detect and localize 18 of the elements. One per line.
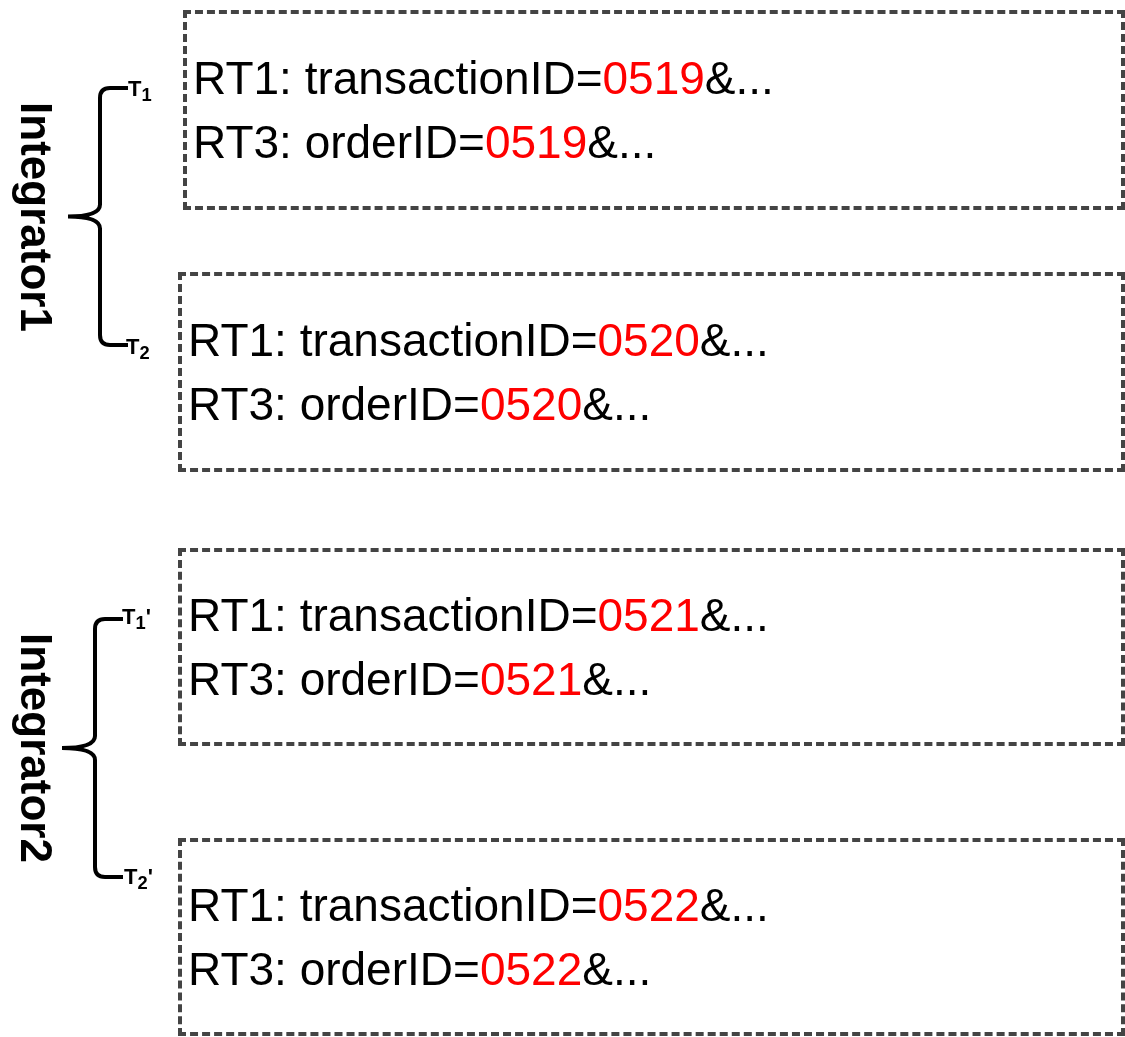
transaction-label: T$_{2}$'	[124, 864, 153, 895]
dashed-box	[183, 10, 1125, 210]
transaction-label: T$_{2}$	[126, 334, 150, 365]
transaction-label: T$_{1}$	[128, 76, 152, 107]
request-text: RT3: orderID=0521&...	[188, 652, 652, 707]
request-text: RT3: orderID=0519&...	[193, 115, 657, 170]
dashed-box	[178, 272, 1125, 472]
transaction-label: T$_{1}$'	[122, 604, 151, 635]
request-text: RT3: orderID=0522&...	[188, 942, 652, 997]
request-text: RT1: transactionID=0522&...	[188, 878, 769, 933]
request-text: RT1: transactionID=0520&...	[188, 313, 769, 368]
request-text: RT3: orderID=0520&...	[188, 377, 652, 432]
group-label: Integrator1	[11, 102, 61, 332]
dashed-box	[178, 548, 1125, 746]
group-label: Integrator2	[11, 633, 61, 863]
request-text: RT1: transactionID=0521&...	[188, 588, 769, 643]
dashed-box	[178, 838, 1125, 1036]
request-text: RT1: transactionID=0519&...	[193, 51, 774, 106]
